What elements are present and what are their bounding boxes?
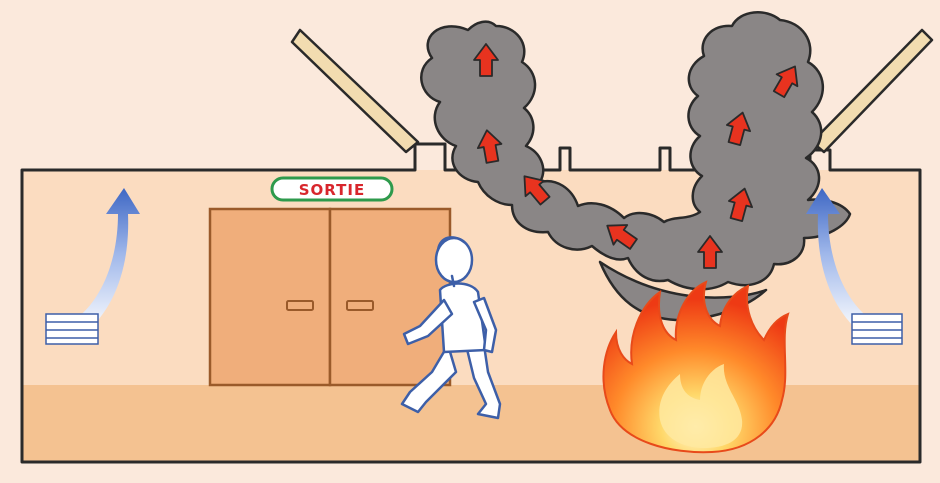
open-roof-vent-icon xyxy=(812,30,932,152)
door-left xyxy=(210,209,330,385)
air-inlet-vent-icon xyxy=(46,314,98,344)
door-handle-left xyxy=(287,301,313,310)
door-handle-right xyxy=(347,301,373,310)
door-right xyxy=(330,209,450,385)
open-roof-vent-icon xyxy=(292,30,418,152)
double-door xyxy=(210,209,450,385)
left-hatch xyxy=(292,30,418,152)
exit-sign-text: SORTIE xyxy=(299,181,366,199)
air-inlet-vent-icon xyxy=(852,314,902,344)
exit-sign: SORTIE xyxy=(272,178,392,200)
floor xyxy=(22,385,920,462)
right-hatch xyxy=(812,30,932,152)
